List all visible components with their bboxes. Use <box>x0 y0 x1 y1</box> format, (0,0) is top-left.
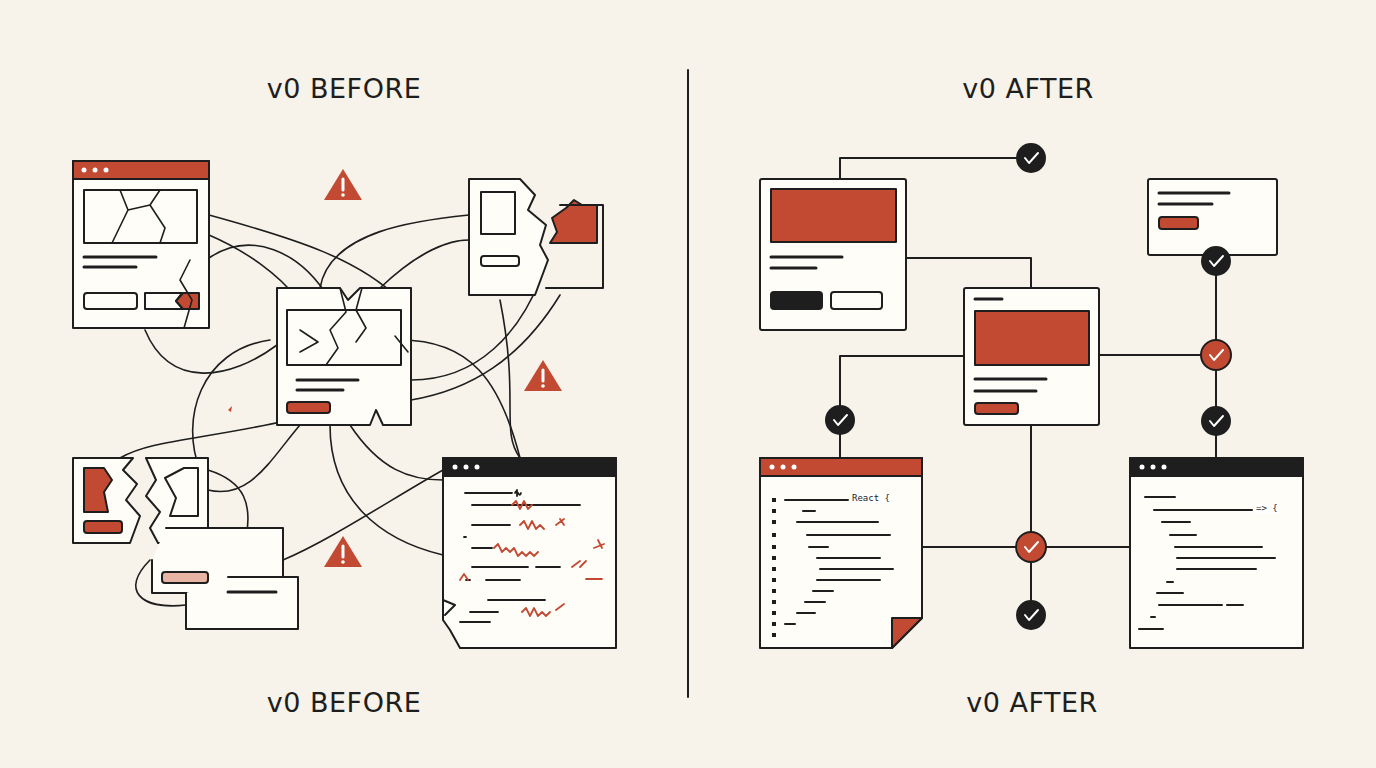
panel-footer: v0 BEFORE <box>267 688 421 718</box>
code-snippet: React { <box>851 494 891 504</box>
panel-heading: v0 BEFORE <box>267 74 421 104</box>
panel-heading: v0 AFTER <box>962 74 1094 104</box>
code-snippet: => { <box>1255 504 1279 514</box>
panel-footer: v0 AFTER <box>966 688 1098 718</box>
